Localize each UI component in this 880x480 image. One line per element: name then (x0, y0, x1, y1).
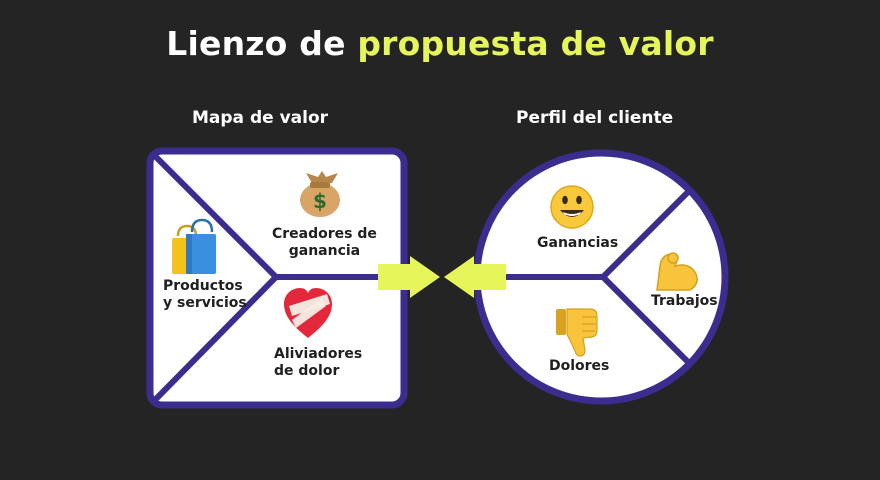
title-part-white: Lienzo de (166, 24, 358, 63)
bandaged-heart-icon (284, 288, 332, 338)
flexed-biceps-icon (656, 252, 698, 291)
customer-profile-label: Perfil del cliente (516, 108, 674, 128)
gain-creators-label-line1: Creadores de (272, 226, 377, 242)
gains-label: Ganancias (537, 235, 619, 251)
title-part-highlight: propuesta de valor (357, 24, 714, 63)
customer-profile-divider-upper (600, 187, 693, 280)
value-map-divider-upper (149, 150, 279, 280)
arrow-left (444, 256, 506, 298)
gain-creators-label-line2: ganancia (288, 243, 361, 259)
customer-profile-divider-lower (600, 274, 693, 367)
products-label-line2: y servicios (163, 295, 247, 311)
shopping-bags-icon (172, 218, 216, 274)
pains-label: Dolores (549, 358, 610, 374)
pain-relievers-label-line2: de dolor (274, 363, 340, 379)
value-map-label: Mapa de valor (192, 108, 329, 128)
pain-relievers-label-line1: Aliviadores (274, 346, 363, 362)
thumbs-down-icon (556, 308, 598, 357)
jobs-label: Trabajos (651, 293, 718, 309)
pain-relievers-label: Aliviadores de dolor (274, 346, 362, 380)
products-label-line1: Productos (163, 278, 243, 294)
page-title: Lienzo de propuesta de valor (0, 24, 880, 63)
svg-text:$: $ (313, 189, 327, 213)
smiley-face-icon (550, 185, 594, 229)
money-bag-icon: $ (300, 171, 340, 217)
value-map-divider-lower (149, 274, 279, 406)
customer-profile-circle (473, 149, 729, 405)
gain-creators-label: Creadores de ganancia (272, 226, 377, 260)
products-label: Productos y servicios (163, 278, 247, 312)
arrow-right (378, 256, 440, 298)
value-map-square (146, 147, 408, 409)
